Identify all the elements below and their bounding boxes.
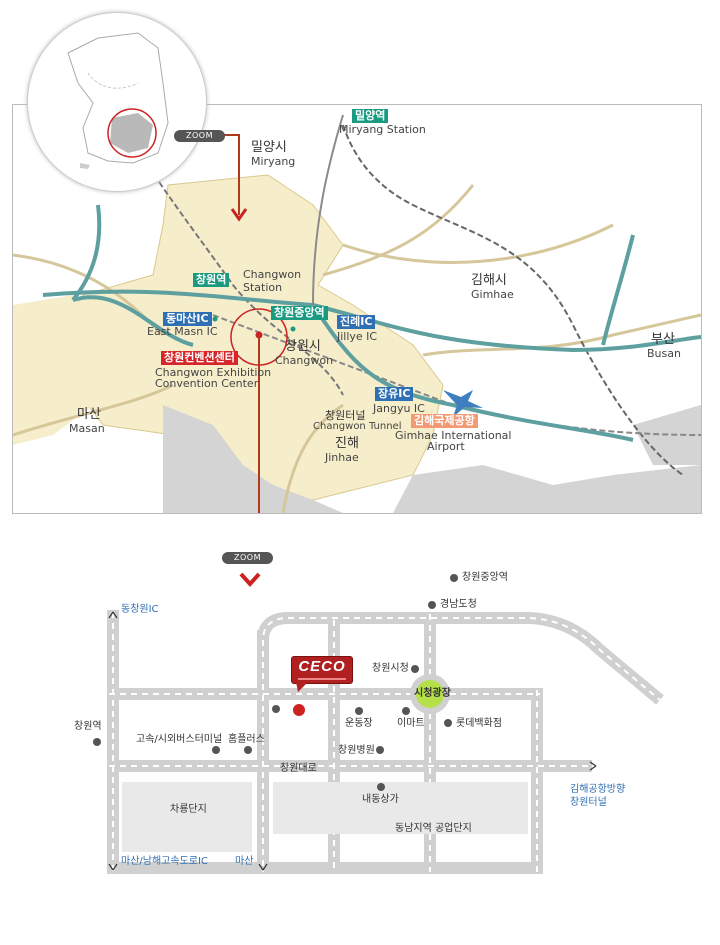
changwon-station-tag[interactable]: 창원역: [193, 273, 230, 287]
provincial-office-dot: [428, 601, 436, 609]
emart-dot: [402, 707, 410, 715]
ceco-logo[interactable]: CECO: [291, 656, 353, 684]
regional-map[interactable]: 밀양역 Miryang Station 밀양시 Miryang 김해시 Gimh…: [12, 104, 702, 514]
city-square-label: 시청광장: [414, 688, 451, 699]
korea-outline-shape: [67, 32, 169, 169]
changwon-tunnel-ko: 창원터널: [325, 409, 366, 422]
lotte-dot: [444, 719, 452, 727]
east-direction-label-2: 창원터널: [570, 797, 607, 808]
changwon-city-ko: 창원시: [285, 339, 321, 354]
hospital-dot: [376, 746, 384, 754]
convention-center-en-2: Convention Center: [155, 377, 259, 390]
main-road-label: 창원대로: [280, 763, 317, 774]
north-direction-label: 동창원IC: [121, 604, 159, 615]
jillye-ic-tag[interactable]: 진례IC: [337, 315, 376, 329]
gimhae-airport-en-1: Gimhae International: [395, 429, 512, 442]
changwon-station-en-1: Changwon: [243, 268, 302, 281]
stadium-label: 운동장: [345, 718, 373, 729]
ceco-logo-text: CECO: [298, 658, 346, 675]
city-hall-label: 창원시청: [372, 663, 409, 674]
hospital-label: 창원병원: [338, 745, 375, 756]
zoom-badge-top: ZOOM: [174, 130, 225, 142]
changwon-station-dot: [93, 738, 101, 746]
miryang-station-tag[interactable]: 밀양역: [352, 109, 389, 123]
masan-city-ko: 마산: [77, 407, 101, 422]
naedong-dot: [377, 783, 385, 791]
changwon-station-en-2: Station: [243, 281, 283, 294]
miryang-city-en: Miryang: [251, 155, 296, 168]
center-near-dot: [272, 705, 280, 713]
korea-inset-map: [27, 12, 207, 192]
south-direction-label: 마산: [235, 856, 254, 867]
jinhae-city-en: Jinhae: [325, 451, 359, 464]
gimhae-airport-en-2: Airport: [427, 440, 465, 453]
convention-center-en-1: Changwon Exhibition: [155, 366, 272, 379]
homeplus-label: 홈플러스: [228, 734, 265, 745]
busan-city-en: Busan: [647, 347, 681, 360]
stadium-dot: [355, 707, 363, 715]
east-masan-ic-en: East Masn IC: [147, 325, 218, 338]
jinhae-city-ko: 진해: [335, 436, 359, 451]
lotte-label: 롯데백화점: [456, 718, 502, 729]
miryang-city-ko: 밀양시: [251, 140, 287, 155]
south-west-direction-label: 마산/남해고속도로IC: [121, 856, 208, 867]
jillye-ic-en: Jillye IC: [337, 330, 378, 343]
bus-terminal-label: 고속/시외버스터미널: [136, 734, 223, 745]
ceco-logo-subline: [298, 678, 346, 680]
changwon-tunnel-en: Changwon Tunnel: [313, 421, 402, 432]
convention-center-tag[interactable]: 창원컨벤션센터: [161, 351, 238, 365]
ceco-logo-pointer: [296, 682, 308, 692]
busan-city-ko: 부산: [651, 332, 675, 347]
changwon-central-station-tag[interactable]: 창원중앙역: [271, 306, 328, 320]
changwon-station-label: 창원역: [74, 721, 102, 732]
bus-terminal-dot: [212, 746, 220, 754]
east-masan-ic-tag[interactable]: 동마산IC: [163, 312, 212, 326]
gimhae-city-ko: 김해시: [471, 273, 507, 288]
gimhae-city-en: Gimhae: [471, 288, 514, 301]
regional-map-shapes: [13, 105, 701, 513]
emart-label: 이마트: [397, 718, 425, 729]
east-direction-label-1: 김해공항방향: [570, 784, 626, 795]
city-hall-dot: [411, 665, 419, 673]
jangyu-ic-tag[interactable]: 장유IC: [375, 387, 414, 401]
detail-map-roads: [107, 610, 664, 874]
gimhae-airport-tag[interactable]: 김해국제공항: [411, 414, 478, 428]
zoom-badge-middle: ZOOM: [222, 552, 273, 564]
central-station-label: 창원중앙역: [462, 572, 508, 583]
central-station-dot: [450, 574, 458, 582]
jangyu-ic-en: Jangyu IC: [373, 402, 425, 415]
provincial-office-label: 경남도청: [440, 599, 477, 610]
changwon-city-en: Changwon: [275, 354, 334, 367]
masan-city-en: Masan: [69, 422, 105, 435]
naedong-label: 내동상가: [362, 794, 399, 805]
zoom-arrow-down: [239, 572, 261, 587]
industrial-label: 동남지역 공업단지: [395, 823, 472, 834]
chaeryong-label: 차룡단지: [170, 804, 207, 815]
miryang-station-en: Miryang Station: [339, 123, 426, 136]
homeplus-dot: [244, 746, 252, 754]
